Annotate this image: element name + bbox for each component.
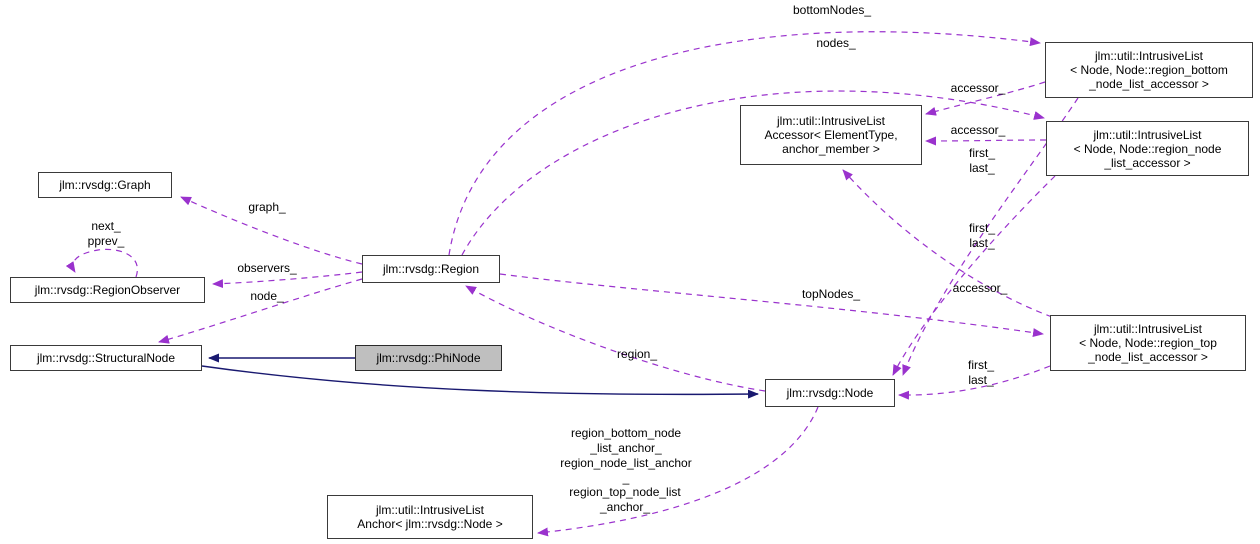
edge-inherit-structuralnode-node [201, 365, 759, 399]
edge-label-bottom-nodes: bottomNodes_ [792, 3, 872, 17]
edge-label-anchor-group1: region_bottom_node _list_anchor_ region_… [560, 426, 692, 485]
class-box-region[interactable]: jlm::rvsdg::Region [362, 255, 500, 283]
edge-label-graph: graph_ [248, 200, 286, 214]
edge-label-region: region_ [616, 347, 658, 361]
class-box-region-observer[interactable]: jlm::rvsdg::RegionObserver [10, 277, 205, 303]
class-box-intrusive-list-anchor[interactable]: jlm::util::IntrusiveList Anchor< jlm::rv… [327, 495, 533, 539]
edge-nodes [461, 90, 1045, 256]
edge-label-accessor-c: accessor_ [952, 281, 1008, 295]
class-box-intrusive-list-accessor[interactable]: jlm::util::IntrusiveList Accessor< Eleme… [740, 105, 922, 165]
edge-label-next-pprev: next_ pprev_ [87, 219, 125, 248]
edge-label-accessor-a: accessor_ [950, 81, 1006, 95]
edge-accessor-b [925, 136, 1047, 146]
edge-self-loop-next-pprev [65, 248, 138, 278]
class-box-phi-node: jlm::rvsdg::PhiNode [355, 345, 502, 371]
edge-label-first-last-a: first_ last_ [968, 146, 996, 175]
edge-top-nodes [499, 273, 1044, 338]
edge-observers [212, 271, 363, 289]
class-box-graph[interactable]: jlm::rvsdg::Graph [38, 172, 172, 198]
class-box-intrusive-list-region-top[interactable]: jlm::util::IntrusiveList < Node, Node::r… [1050, 315, 1246, 371]
edge-label-node: node_ [250, 289, 284, 303]
edge-anchor [537, 406, 819, 537]
edge-label-first-last-c: first_ last_ [967, 358, 995, 387]
edge-bottom-nodes [448, 31, 1041, 256]
class-box-node[interactable]: jlm::rvsdg::Node [765, 379, 895, 407]
edge-label-anchor-group2: region_top_node_list _anchor_ [569, 485, 681, 514]
edge-label-accessor-b: accessor_ [950, 123, 1006, 137]
edge-label-nodes: nodes_ [816, 36, 856, 50]
class-box-intrusive-list-region-node[interactable]: jlm::util::IntrusiveList < Node, Node::r… [1046, 121, 1249, 176]
edge-label-first-last-b: first_ last_ [968, 221, 996, 250]
edge-accessor-c [842, 169, 1053, 318]
edge-region [465, 285, 766, 392]
edge-graph [180, 196, 363, 265]
edge-node [158, 278, 363, 344]
edge-label-observers: observers_ [237, 261, 297, 275]
edge-first-last-c [898, 365, 1051, 400]
edge-first-last-b [892, 175, 1056, 376]
edge-label-top-nodes: topNodes_ [801, 287, 861, 301]
class-box-intrusive-list-region-bottom[interactable]: jlm::util::IntrusiveList < Node, Node::r… [1045, 42, 1253, 98]
edge-accessor-a [925, 81, 1046, 116]
class-box-structural-node[interactable]: jlm::rvsdg::StructuralNode [10, 345, 202, 371]
